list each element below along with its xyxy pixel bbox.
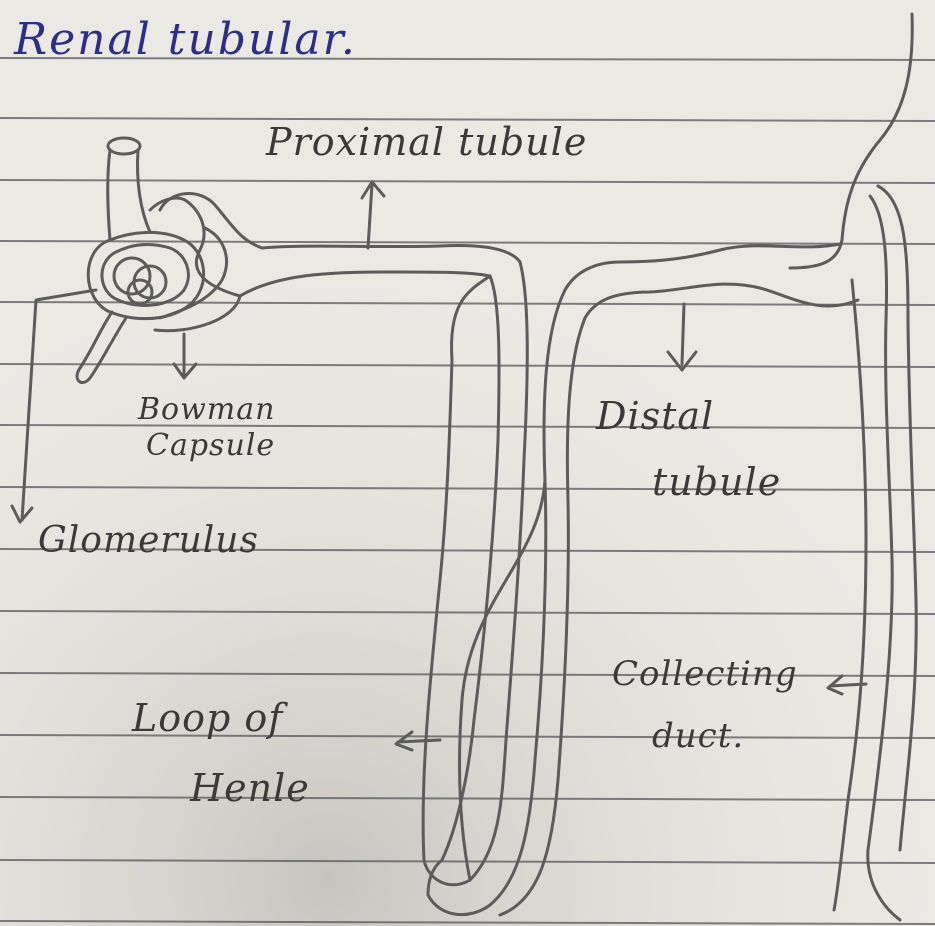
label-bowman-line1: Bowman [138, 392, 275, 427]
label-loop-line2: Henle [190, 766, 310, 810]
label-collecting-line1: Collecting [612, 654, 798, 694]
label-distal-line2: tubule [652, 460, 781, 504]
label-collecting-line2: duct. [652, 716, 744, 756]
label-glomerulus: Glomerulus [38, 520, 259, 561]
label-distal-line1: Distal [596, 394, 714, 438]
label-proximal-tubule: Proximal tubule [266, 120, 587, 164]
label-bowman-line2: Capsule [146, 428, 275, 463]
label-loop-line1: Loop of [132, 696, 283, 740]
page-title: Renal tubular. [14, 14, 357, 65]
